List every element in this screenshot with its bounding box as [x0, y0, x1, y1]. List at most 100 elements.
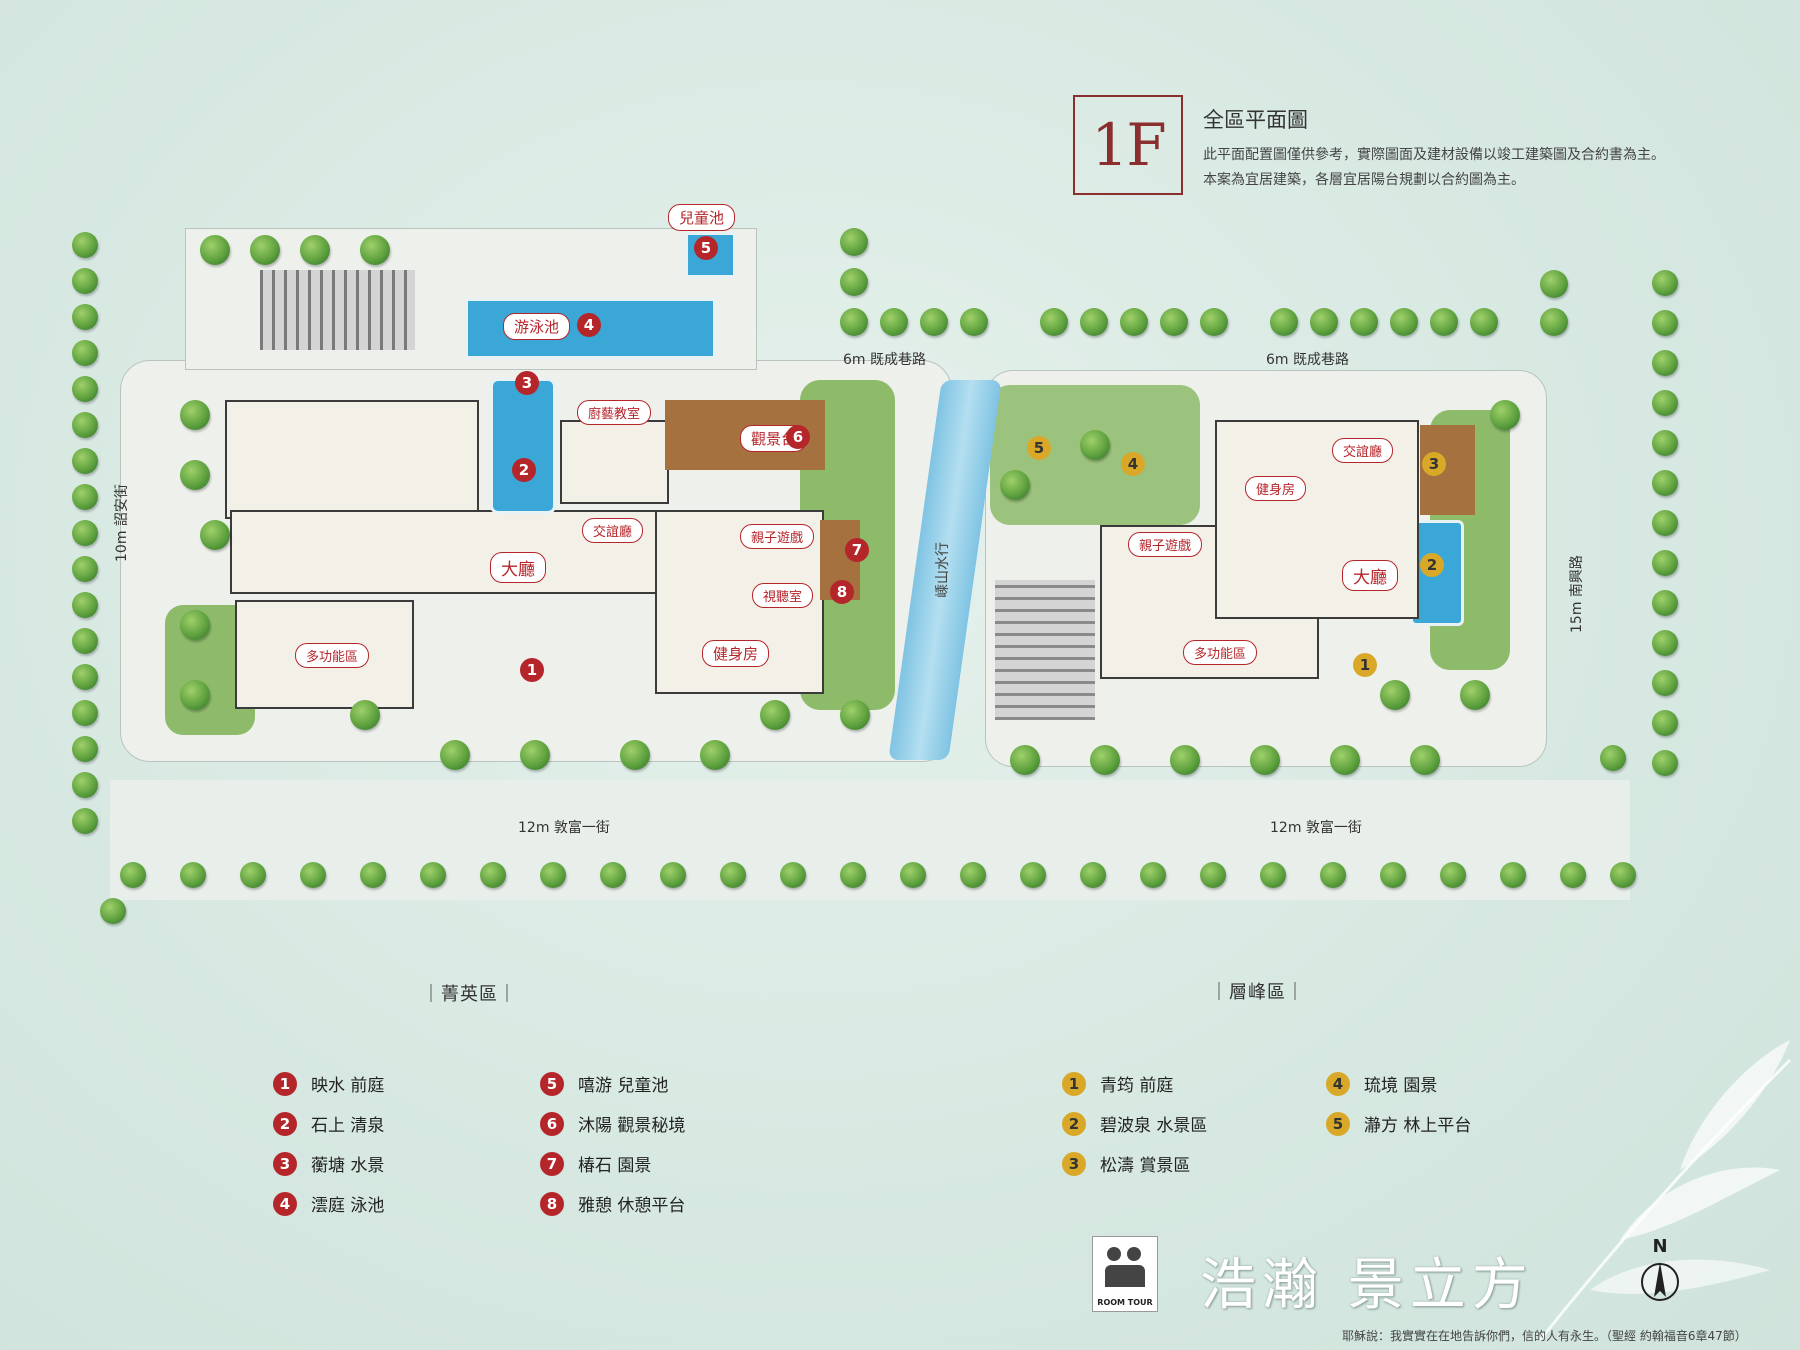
project-name: 浩瀚 景立方 — [1200, 1253, 1534, 1318]
road-label-south-west: 12m 敦富一街 — [518, 820, 610, 836]
tree — [440, 740, 470, 770]
tree — [1120, 308, 1148, 336]
tree — [620, 740, 650, 770]
room-multi-east: 多功能區 — [1183, 640, 1258, 665]
legend-label: 映水 前庭 — [311, 1076, 385, 1096]
tree — [1540, 308, 1568, 336]
disclaimer-line-2: 本案為宜居建築，各層宜居陽台規劃以合約圖為主。 — [1203, 172, 1525, 188]
map-marker-west-3: 3 — [515, 371, 539, 395]
legend-label: 石上 清泉 — [311, 1116, 385, 1136]
legend-badge: 5 — [540, 1071, 564, 1096]
west-lobby-wing — [230, 510, 734, 594]
tree — [1080, 308, 1108, 336]
legend-badge: 8 — [540, 1191, 564, 1216]
map-marker-west-2: 2 — [512, 458, 536, 482]
tree — [72, 340, 98, 366]
tree — [780, 862, 806, 888]
tree — [880, 308, 908, 336]
tree — [1250, 745, 1280, 775]
tree — [700, 740, 730, 770]
room-kids-play-east: 親子遊戲 — [1128, 532, 1203, 557]
tree — [360, 235, 390, 265]
map-marker-east-2: 2 — [1420, 553, 1444, 577]
tree — [1310, 308, 1338, 336]
road-label-south-east: 12m 敦富一街 — [1270, 820, 1362, 836]
tree — [250, 235, 280, 265]
map-marker-west-5: 5 — [694, 236, 718, 260]
tree — [1140, 862, 1166, 888]
tree — [1160, 308, 1188, 336]
tree — [1410, 745, 1440, 775]
tree — [100, 898, 126, 924]
tree — [420, 862, 446, 888]
legend-label: 松濤 賞景區 — [1100, 1156, 1191, 1176]
room-lobby-west: 大廳 — [490, 552, 546, 583]
tree — [72, 556, 98, 582]
tree — [1470, 308, 1498, 336]
tree — [72, 520, 98, 546]
map-marker-west-7: 7 — [845, 538, 869, 562]
tree — [1090, 745, 1120, 775]
room-social-hall-east: 交誼廳 — [1332, 438, 1394, 463]
storage-lockers — [225, 400, 479, 519]
legend-badge: 1 — [273, 1071, 297, 1096]
legend-label: 瀞方 林上平台 — [1364, 1116, 1472, 1136]
tree — [660, 862, 686, 888]
legend-label: 青筠 前庭 — [1100, 1076, 1174, 1096]
tree — [1652, 350, 1678, 376]
tree — [1430, 308, 1458, 336]
tree — [1652, 430, 1678, 456]
legend-badge: 3 — [273, 1151, 297, 1176]
tree — [1652, 270, 1678, 296]
tree — [72, 232, 98, 258]
footer-verse: 耶穌說：我實實在在地告訴你們，信的人有永生。（聖經 約翰福音6章47節） — [1342, 1329, 1747, 1343]
tree — [200, 520, 230, 550]
tree — [1460, 680, 1490, 710]
room-swimming-pool: 游泳池 — [503, 313, 571, 340]
tree — [1200, 308, 1228, 336]
legend-label: 沐陽 觀景秘境 — [578, 1116, 686, 1136]
tree — [1652, 630, 1678, 656]
legend-badge: 4 — [273, 1191, 297, 1216]
tree — [1170, 745, 1200, 775]
person-icon — [1107, 1247, 1121, 1261]
tree — [72, 304, 98, 330]
legend-badge: 5 — [1326, 1111, 1350, 1136]
legend-label: 雅憩 休憩平台 — [578, 1196, 686, 1216]
tree — [900, 862, 926, 888]
tree — [1380, 862, 1406, 888]
east-water-feature — [1410, 520, 1464, 626]
tree — [72, 376, 98, 402]
tree — [72, 592, 98, 618]
map-marker-east-1: 1 — [1353, 653, 1377, 677]
tree — [72, 736, 98, 762]
tree — [300, 235, 330, 265]
legend-label: 碧波泉 水景區 — [1100, 1116, 1208, 1136]
tree — [200, 235, 230, 265]
tree — [1652, 470, 1678, 496]
tree — [1652, 710, 1678, 736]
north-arrow-icon — [1641, 1262, 1679, 1301]
legend-badge: 1 — [1062, 1071, 1086, 1096]
legend-item-east: 5 瀞方 林上平台 — [1326, 1111, 1471, 1136]
north-arrow: N — [1640, 1236, 1680, 1311]
room-children-pool: 兒童池 — [668, 204, 736, 231]
tree — [1020, 862, 1046, 888]
tree — [72, 772, 98, 798]
tree — [1010, 745, 1040, 775]
zone-title-east: ｜層峰區｜ — [1210, 982, 1305, 1003]
tree — [72, 412, 98, 438]
tree — [350, 700, 380, 730]
legend-item-west: 1 映水 前庭 — [273, 1071, 384, 1096]
tree — [840, 228, 868, 256]
tree — [180, 460, 210, 490]
tree — [1080, 430, 1110, 460]
map-marker-east-4: 4 — [1121, 452, 1145, 476]
map-marker-west-4: 4 — [577, 313, 601, 337]
tree — [360, 862, 386, 888]
map-marker-west-8: 8 — [830, 580, 854, 604]
map-marker-west-1: 1 — [520, 658, 544, 682]
